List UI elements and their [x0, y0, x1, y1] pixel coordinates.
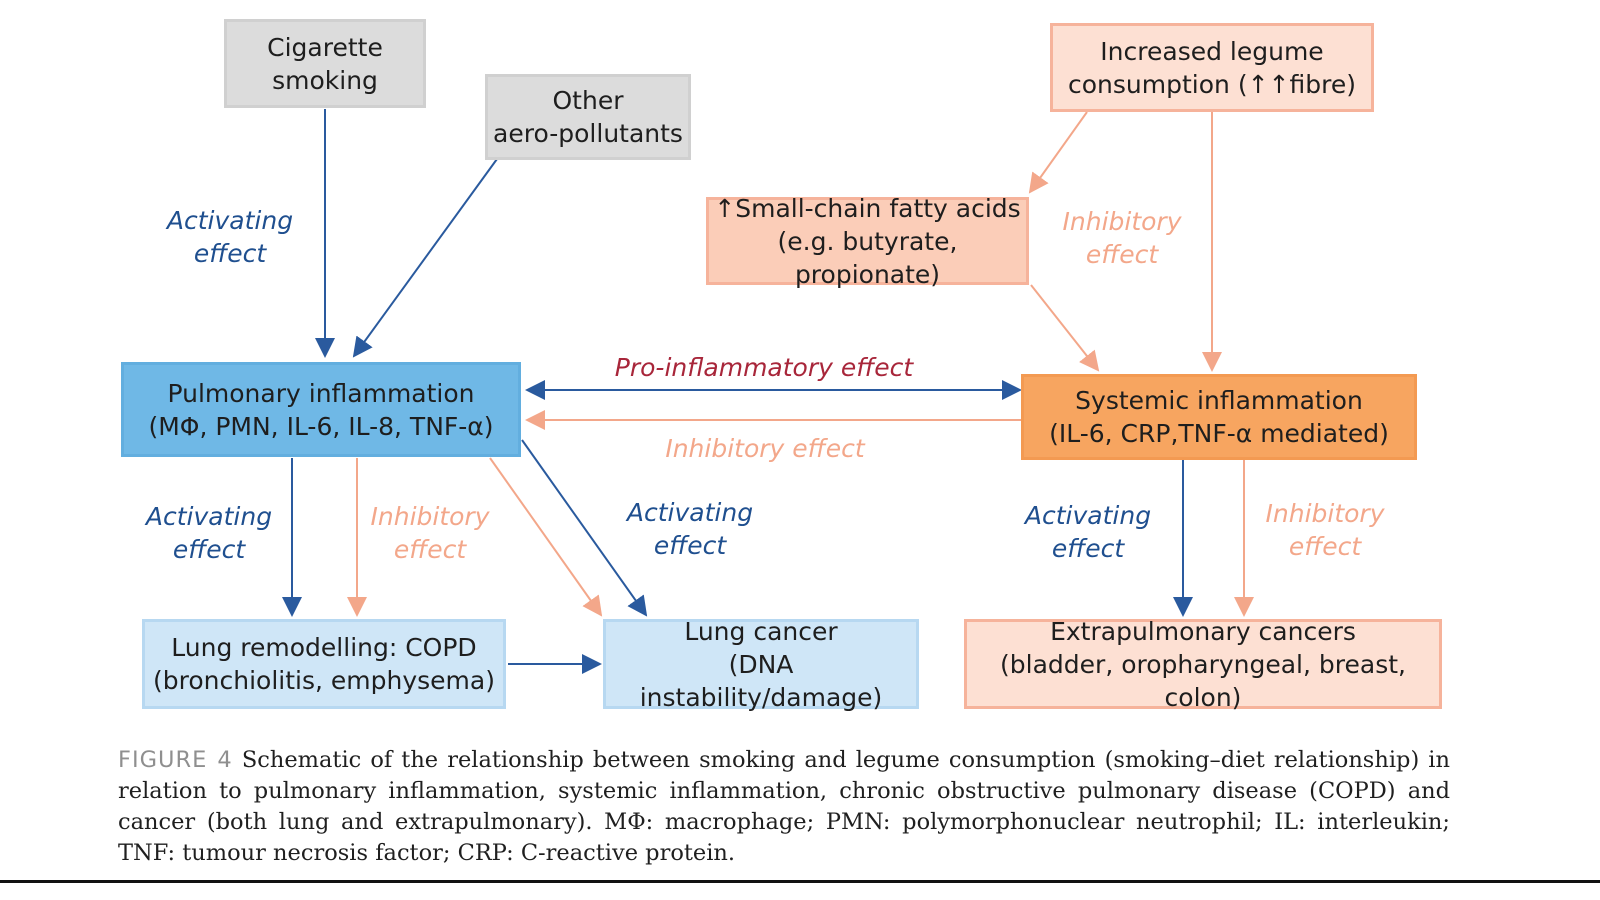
- bottom-rule: [0, 880, 1600, 883]
- label-line: effect: [193, 239, 267, 268]
- box-line: Other: [552, 86, 624, 115]
- box-extrapulmonary-cancers: Extrapulmonary cancers (bladder, orophar…: [964, 617, 1442, 712]
- label-activating-extrapulmonary: Activating effect: [1018, 499, 1158, 565]
- arrow-pollutants-to-pulmonary: [352, 158, 498, 358]
- box-other-aero-pollutants: Other aero-pollutants: [485, 74, 691, 160]
- box-small-chain-fatty-acids: ↑Small-chain fatty acids (e.g. butyrate,…: [706, 194, 1029, 289]
- label-line: Activating: [626, 498, 754, 527]
- caption-text: Schematic of the relationship between sm…: [118, 747, 1450, 866]
- box-line: consumption (↑↑fibre): [1068, 69, 1356, 99]
- label-activating-lung-cancer: Activating effect: [620, 496, 760, 562]
- box-line: Pulmonary inflammation: [167, 378, 475, 408]
- box-line: (DNA instability/damage): [639, 649, 883, 712]
- box-line: aero-pollutants: [493, 119, 683, 148]
- label-inhibitory-legume: Inhibitory effect: [1052, 205, 1192, 271]
- box-lung-cancer: Lung cancer (DNA instability/damage): [603, 617, 919, 712]
- box-line: Cigarette: [267, 32, 383, 62]
- label-line: Inhibitory: [1062, 207, 1182, 236]
- box-line: Systemic inflammation: [1075, 386, 1363, 415]
- box-line: (bladder, oropharyngeal, breast, colon): [1000, 649, 1406, 712]
- label-line: effect: [653, 531, 727, 560]
- box-line: Extrapulmonary cancers: [1050, 616, 1356, 646]
- label-activating-copd: Activating effect: [139, 500, 279, 566]
- label-line: effect: [1051, 534, 1125, 563]
- label-line: Activating: [166, 206, 294, 235]
- label-pro-inflammatory: Pro-inflammatory effect: [614, 353, 914, 382]
- label-line: effect: [1085, 240, 1159, 269]
- box-line: Lung cancer: [684, 616, 838, 646]
- label-line: effect: [1288, 532, 1362, 561]
- label-line: effect: [393, 535, 467, 564]
- box-legume-consumption: Increased legume consumption (↑↑fibre): [1050, 23, 1374, 112]
- box-line: (IL-6, CRP,TNF-α mediated): [1049, 419, 1389, 448]
- arrow-pulmonary-to-lungcancer-inhibitory: [489, 457, 603, 617]
- box-line: (MΦ, PMN, IL-6, IL-8, TNF-α): [148, 411, 494, 441]
- box-systemic-inflammation: Systemic inflammation (IL-6, CRP,TNF-α m…: [1021, 374, 1417, 460]
- label-activating-smoking: Activating effect: [160, 204, 300, 270]
- box-cigarette-smoking: Cigarette smoking: [224, 19, 426, 108]
- label-line: effect: [172, 535, 246, 564]
- figure-number: FIGURE 4: [118, 747, 233, 773]
- box-line: smoking: [272, 65, 378, 95]
- label-line: Inhibitory: [370, 502, 490, 531]
- box-line: (bronchiolitis, emphysema): [153, 666, 495, 695]
- label-inhibitory-extrapulmonary: Inhibitory effect: [1255, 497, 1395, 563]
- box-pulmonary-inflammation: Pulmonary inflammation (MΦ, PMN, IL-6, I…: [121, 362, 521, 457]
- label-line: Inhibitory: [1265, 499, 1385, 528]
- box-line: (e.g. butyrate, propionate): [777, 226, 958, 289]
- label-inhibitory-systemic: Inhibitory effect: [665, 434, 865, 463]
- box-line: ↑Small-chain fatty acids: [714, 193, 1021, 223]
- box-line: Lung remodelling: COPD: [171, 633, 477, 662]
- label-line: Activating: [145, 502, 273, 531]
- arrow-scfa-to-systemic: [1030, 284, 1100, 372]
- arrow-legume-to-scfa: [1028, 111, 1088, 194]
- label-inhibitory-copd: Inhibitory effect: [360, 500, 500, 566]
- label-line: Activating: [1024, 501, 1152, 530]
- box-lung-remodelling-copd: Lung remodelling: COPD (bronchiolitis, e…: [142, 619, 506, 709]
- box-line: Increased legume: [1100, 36, 1324, 66]
- arrow-pulmonary-to-lungcancer-activating: [521, 439, 648, 617]
- figure-caption: FIGURE 4 Schematic of the relationship b…: [118, 745, 1450, 869]
